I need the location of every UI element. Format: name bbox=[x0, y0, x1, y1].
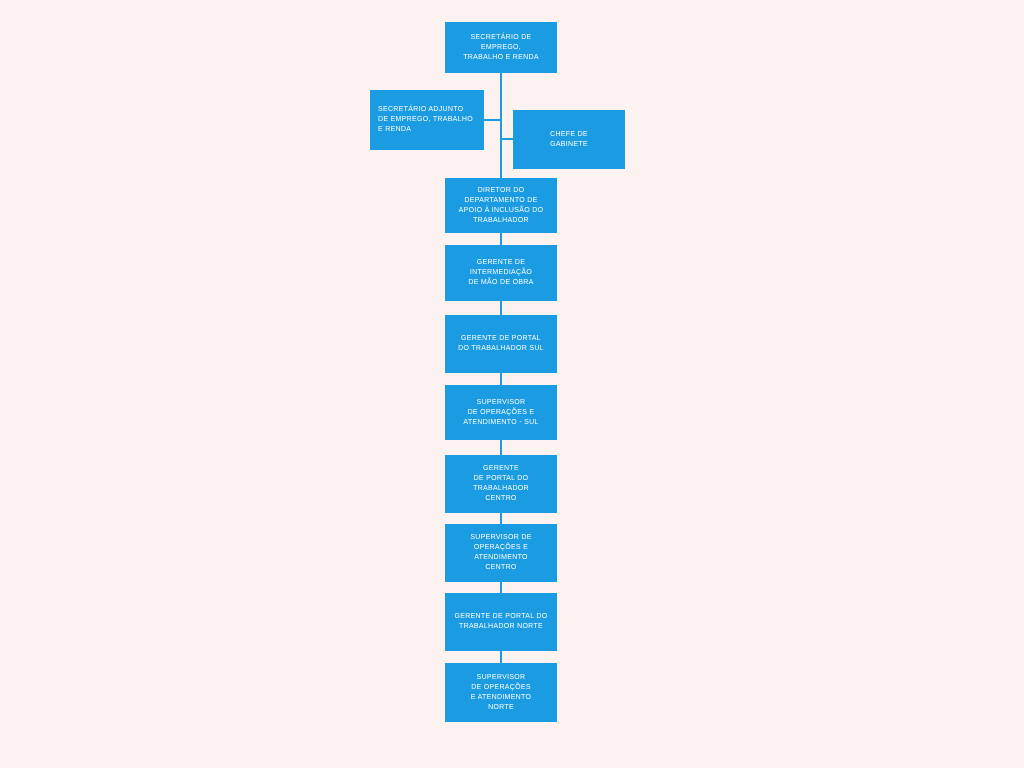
org-node-supervisor-norte: SUPERVISOR DE OPERAÇÕES E ATENDIMENTO NO… bbox=[445, 663, 557, 722]
org-node-gerente-intermediacao: GERENTE DE INTERMEDIAÇÃO DE MÃO DE OBRA bbox=[445, 245, 557, 301]
connector-secretario-adjunto bbox=[484, 119, 501, 121]
org-node-supervisor-sul: SUPERVISOR DE OPERAÇÕES E ATENDIMENTO - … bbox=[445, 385, 557, 440]
org-node-gerente-portal-norte: GERENTE DE PORTAL DO TRABALHADOR NORTE bbox=[445, 593, 557, 651]
org-node-secretario: SECRETÁRIO DE EMPREGO, TRABALHO E RENDA bbox=[445, 22, 557, 73]
org-node-gerente-portal-centro: GERENTE DE PORTAL DO TRABALHADOR CENTRO bbox=[445, 455, 557, 513]
org-node-chefe-gabinete: CHEFE DE GABINETE bbox=[513, 110, 625, 169]
org-node-diretor-departamento: DIRETOR DO DEPARTAMENTO DE APOIO À INCLU… bbox=[445, 178, 557, 233]
org-node-gerente-portal-sul: GERENTE DE PORTAL DO TRABALHADOR SUL bbox=[445, 315, 557, 373]
org-node-secretario-adjunto: SECRETÁRIO ADJUNTO DE EMPREGO, TRABALHO … bbox=[370, 90, 484, 150]
org-node-supervisor-centro: SUPERVISOR DE OPERAÇÕES E ATENDIMENTO CE… bbox=[445, 524, 557, 582]
connector-chefe-gabinete bbox=[501, 138, 514, 140]
